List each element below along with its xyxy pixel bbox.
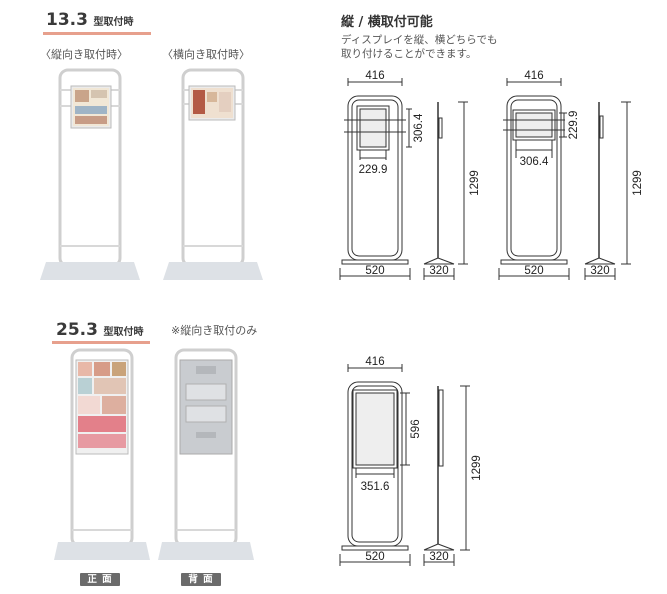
dim-depth: 320 bbox=[429, 265, 448, 277]
orientation-heading: 縦 / 横取付可能 bbox=[341, 15, 433, 30]
stand-photo-portrait bbox=[40, 68, 140, 280]
drawing-25-3-mount: 416 351.6 596 520 320 1299 bbox=[339, 356, 483, 566]
portrait-only-note: ※縦向き取付のみ bbox=[171, 324, 258, 337]
dim-screen-height: 306.4 bbox=[413, 113, 425, 142]
size-title-13-3: 13.3 型取付時 bbox=[46, 10, 134, 30]
drawing-landscape-mount: 416 306.4 229.9 520 320 1299 bbox=[498, 70, 644, 280]
stand-photo-front bbox=[54, 348, 150, 560]
caption-portrait: 〈縦向き取付時〉 bbox=[40, 48, 128, 61]
caption-landscape: 〈横向き取付時〉 bbox=[162, 48, 250, 61]
dim-top-width: 416 bbox=[524, 70, 543, 82]
size-number: 13.3 bbox=[46, 10, 88, 30]
dim-total-height: 1299 bbox=[469, 170, 481, 196]
dim-total-height: 1299 bbox=[471, 455, 483, 481]
stand-photo-back bbox=[158, 348, 254, 560]
dim-top-width: 416 bbox=[365, 70, 384, 82]
dim-screen-width: 306.4 bbox=[520, 156, 549, 168]
dim-screen-width: 229.9 bbox=[359, 164, 388, 176]
dim-screen-height: 229.9 bbox=[568, 111, 580, 140]
dim-depth: 320 bbox=[590, 265, 609, 277]
drawing-portrait-mount: 416 229.9 306.4 520 320 1299 bbox=[339, 70, 481, 280]
dim-screen-height: 596 bbox=[410, 419, 422, 438]
size-suffix: 型取付時 bbox=[103, 327, 144, 338]
size-suffix: 型取付時 bbox=[93, 17, 134, 28]
title-underline bbox=[52, 341, 150, 344]
label-front: 正 面 bbox=[80, 573, 120, 586]
dim-top-width: 416 bbox=[365, 356, 384, 368]
dim-screen-width: 351.6 bbox=[361, 481, 390, 493]
orientation-desc-line2: 取り付けることができます。 bbox=[341, 48, 477, 60]
label-back: 背 面 bbox=[181, 573, 221, 586]
dim-base-width: 520 bbox=[365, 551, 384, 563]
size-number: 25.3 bbox=[56, 320, 98, 340]
dim-base-width: 520 bbox=[524, 265, 543, 277]
title-underline bbox=[43, 32, 151, 35]
dim-depth: 320 bbox=[429, 551, 448, 563]
dim-base-width: 520 bbox=[365, 265, 384, 277]
size-title-25-3: 25.3 型取付時 bbox=[56, 320, 144, 340]
stand-photo-landscape bbox=[163, 68, 263, 280]
orientation-desc-line1: ディスプレイを縦、横どちらでも bbox=[341, 34, 498, 46]
dim-total-height: 1299 bbox=[632, 170, 644, 196]
